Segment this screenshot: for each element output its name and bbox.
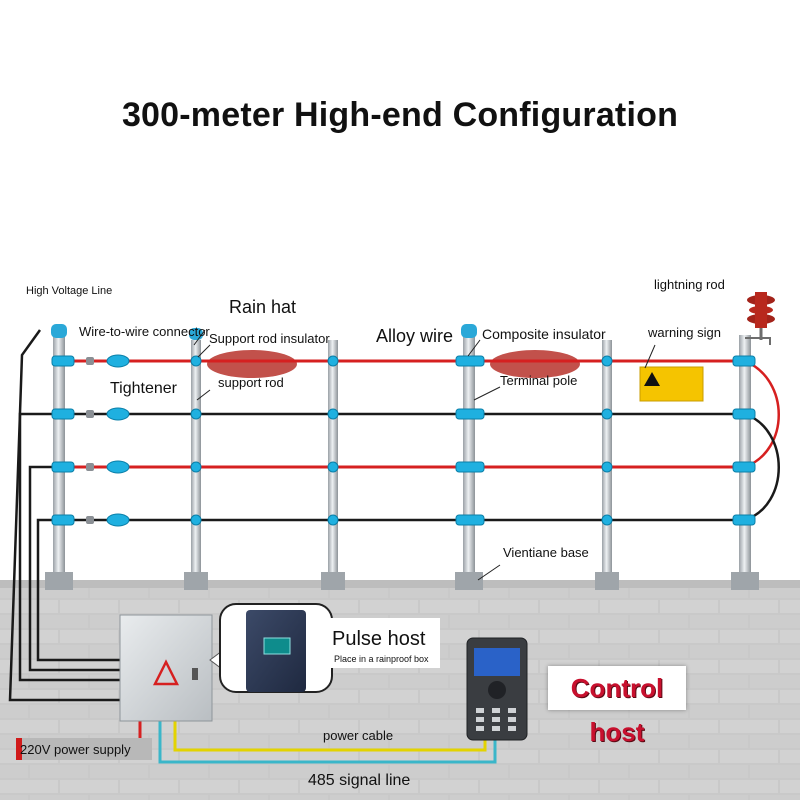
page-title: 300-meter High-end Configuration bbox=[121, 96, 679, 134]
wire-shadow bbox=[490, 350, 580, 378]
label-lightning-rod: lightning rod bbox=[654, 277, 725, 292]
fence-wires bbox=[58, 359, 780, 522]
power-supply-tag bbox=[16, 738, 152, 760]
label-220v-power-supply: 220V power supply bbox=[20, 742, 131, 757]
vientiane-bases bbox=[45, 572, 759, 590]
label-tightener: Tightener bbox=[110, 380, 177, 397]
label-composite-insulator: Composite insulator bbox=[482, 326, 606, 342]
label-support-rod: support rod bbox=[218, 375, 284, 390]
leader-lines bbox=[193, 329, 656, 581]
insulators bbox=[51, 355, 756, 526]
label-power-cable: power cable bbox=[323, 728, 394, 743]
wire-connectors bbox=[86, 357, 94, 524]
tighteners bbox=[106, 354, 130, 527]
label-support-rod-insulator: Support rod insulator bbox=[209, 331, 330, 346]
label-warning-sign: warning sign bbox=[648, 325, 721, 340]
warning-sign bbox=[639, 366, 704, 402]
label-wire-to-wire-connector: Wire-to-wire connector bbox=[79, 324, 210, 339]
lightning-rod-icon bbox=[745, 292, 775, 345]
wall-cap bbox=[0, 580, 800, 588]
label-high-voltage-line: High Voltage Line bbox=[26, 285, 113, 297]
label-rainproof-box: Place in a rainproof box bbox=[334, 654, 429, 664]
label-rain-hat: Rain hat bbox=[229, 297, 297, 317]
label-alloy-wire: Alloy wire bbox=[376, 326, 454, 346]
label-terminal-pole: Terminal pole bbox=[500, 373, 578, 388]
label-vientiane-base: Vientiane base bbox=[503, 545, 589, 560]
pulse-host-device bbox=[219, 603, 333, 693]
label-control-host: Control host bbox=[570, 673, 664, 747]
pulse-host-callout: Pulse host Place in a rainproof box bbox=[322, 618, 440, 668]
high-voltage-leads bbox=[8, 329, 120, 702]
label-pulse-host: Pulse host bbox=[332, 628, 426, 650]
rain-hats bbox=[51, 324, 477, 340]
wire-shadow bbox=[207, 350, 297, 378]
control-host-callout: Control host bbox=[548, 666, 686, 747]
control-host-device bbox=[466, 637, 528, 741]
label-485-signal-line: 485 signal line bbox=[308, 772, 411, 789]
